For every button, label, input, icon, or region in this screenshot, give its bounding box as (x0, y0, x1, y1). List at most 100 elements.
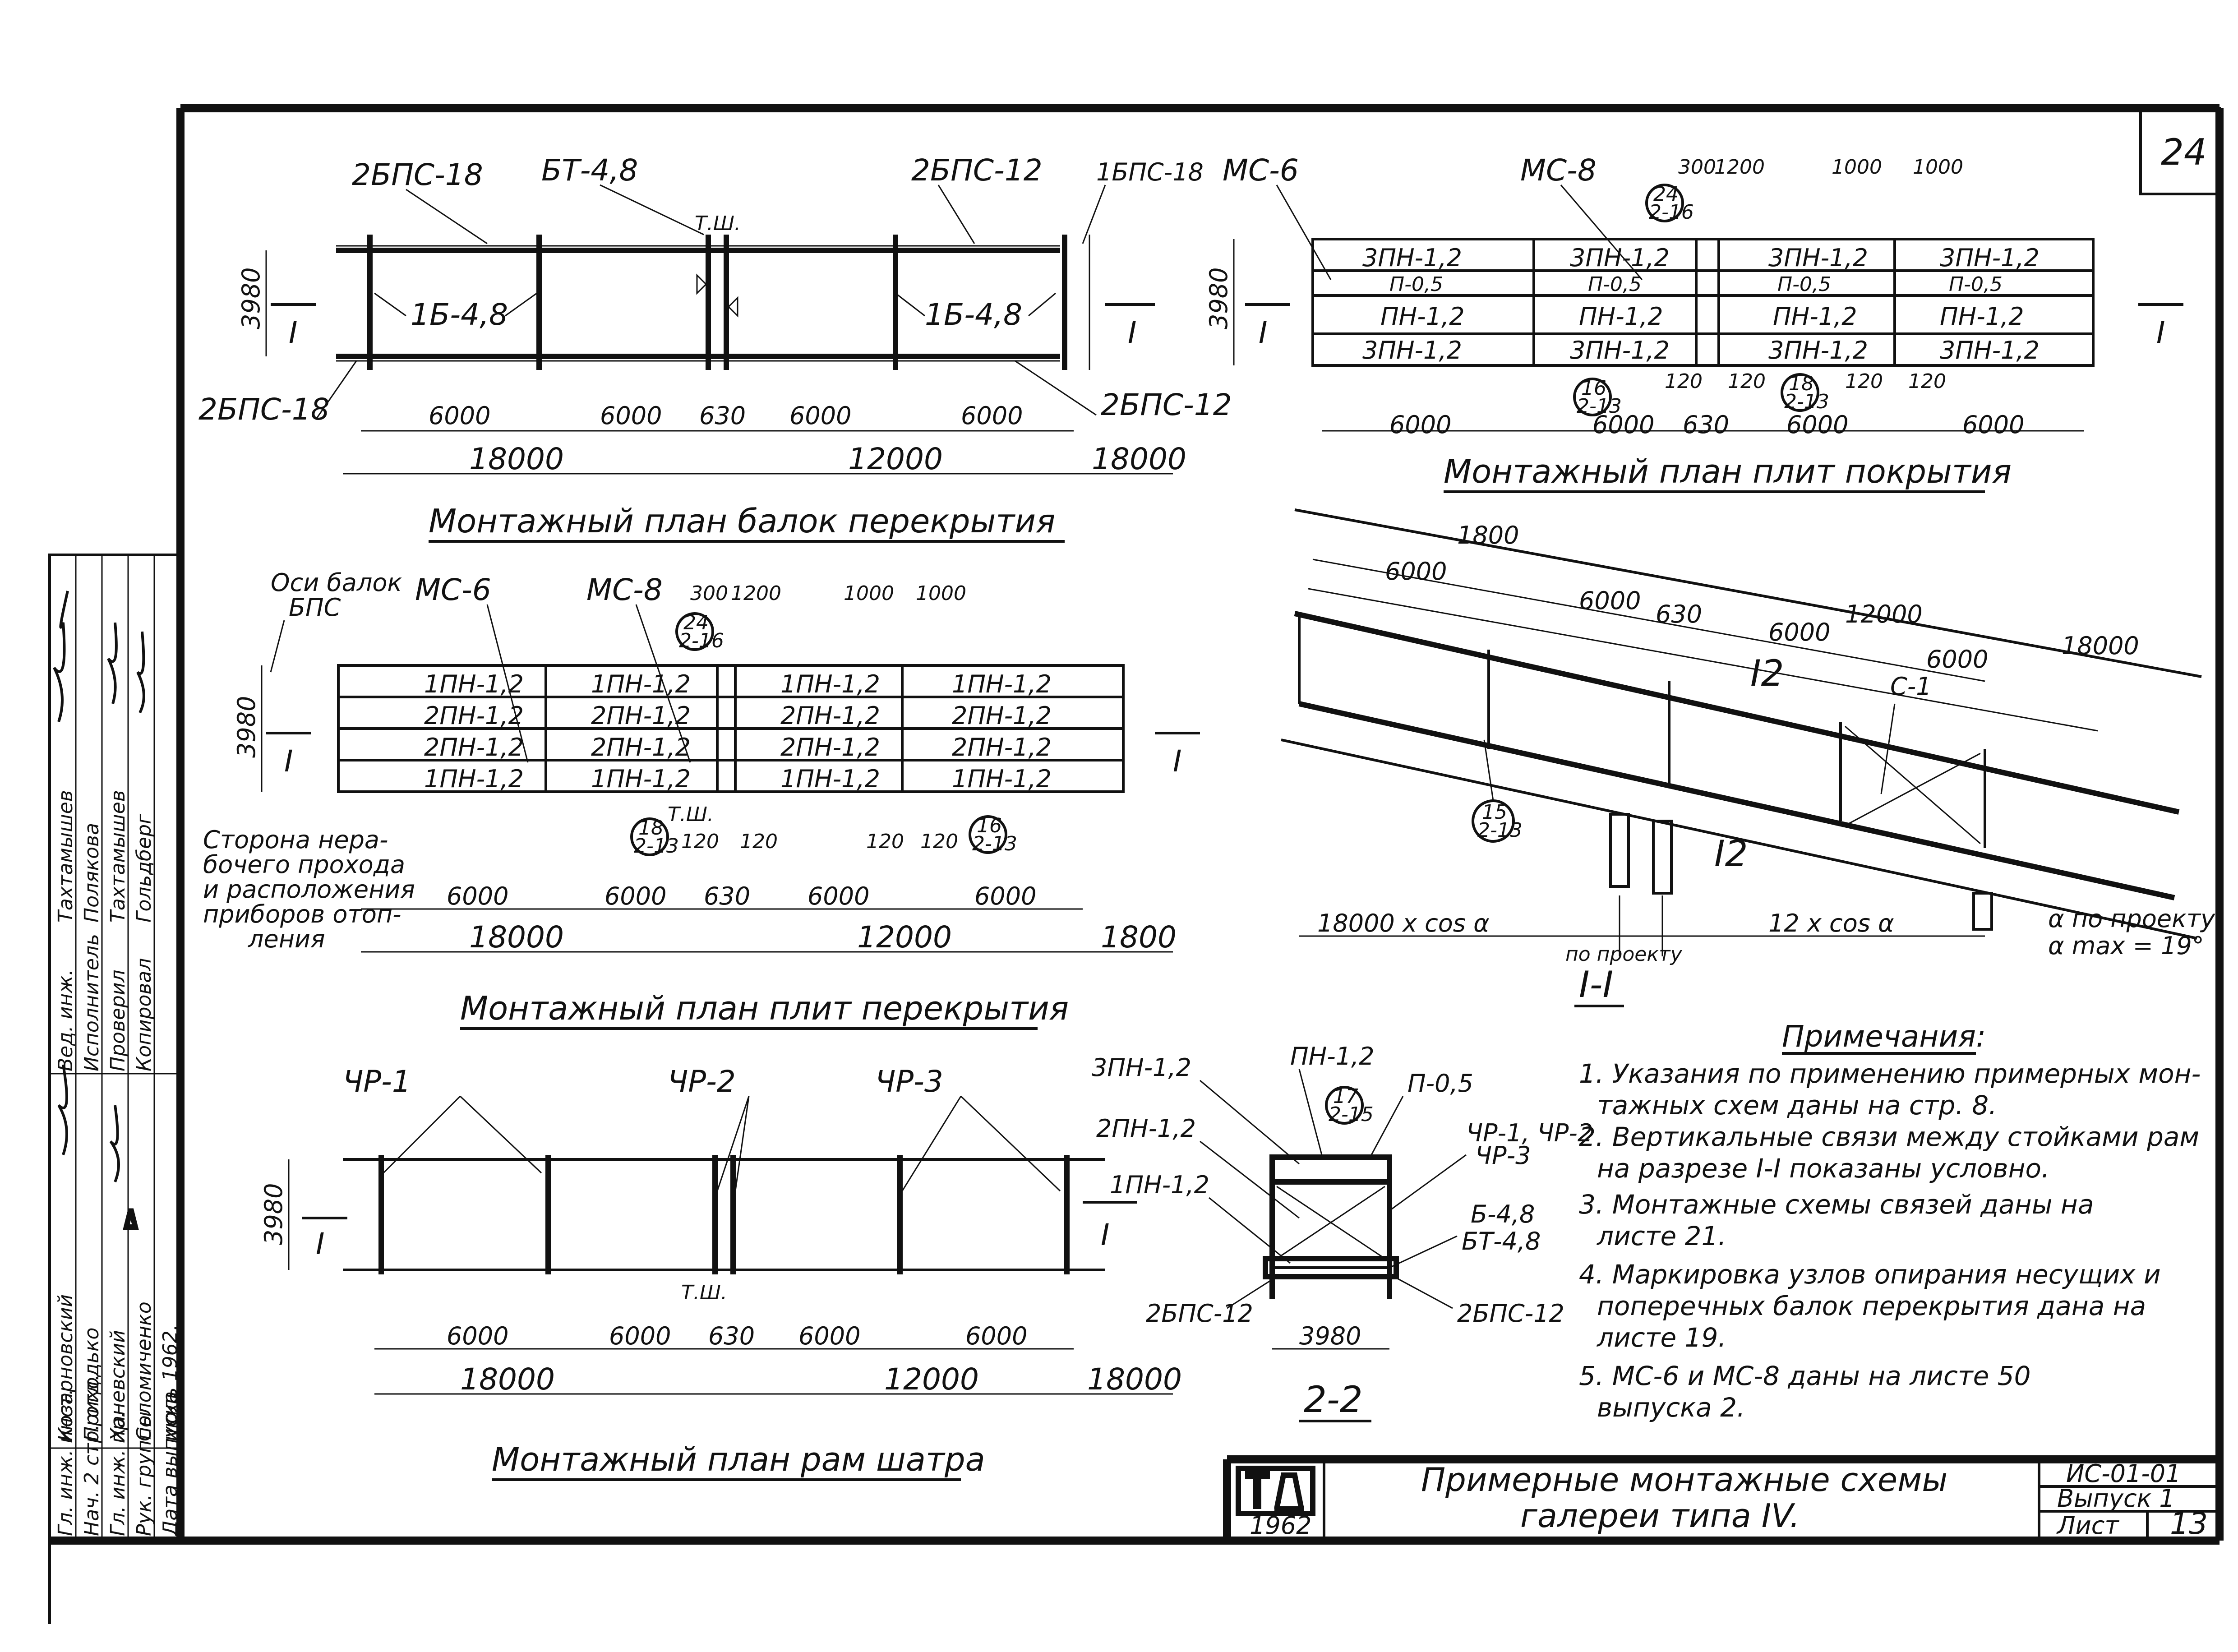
plan-floor: 1ПН-1,2 1ПН-1,2 1ПН-1,2 1ПН-1,2 2ПН-1,2 … (203, 568, 1200, 1030)
stamp-role2-2: Исполнитель (80, 934, 103, 1071)
floor-dim-top-1: 300 (690, 582, 728, 605)
td-logo (1236, 1466, 1315, 1516)
roof-r3-c4: ПН-1,2 (1940, 302, 2024, 331)
floor-dim-total-3: 1800 (1101, 920, 1177, 955)
s11-dim-1800: 1800 (1457, 521, 1519, 549)
frames-width-dim: 3980 (259, 1183, 288, 1245)
s22-label-1pn: 1ПН-1,2 (1110, 1171, 1209, 1199)
signature-2 (107, 622, 118, 704)
roof-dim-span-1: 6000 (1389, 411, 1451, 439)
floor-r1-c1: 1ПН-1,2 (424, 670, 524, 698)
note-line-4: на разрезе I-I показаны условно. (1597, 1153, 2049, 1184)
stamp-role-2: Нач. 2 стр. отд. (80, 1374, 103, 1536)
page-number: 24 (2161, 131, 2207, 173)
sheet-issue: Выпуск 1 (2057, 1484, 2175, 1513)
s11-bottom-dim-1: 18000 x cos α (1317, 909, 1490, 937)
floor-small-dim-3: 120 (866, 830, 904, 853)
floor-section-right: I (1173, 744, 1181, 779)
stamp-name2-2: Полякова (80, 823, 103, 923)
floor-r2-c2: 2ПН-1,2 (591, 701, 691, 730)
stamp-name2-1: Тахтамышев (54, 790, 77, 923)
roof-small-dim-4: 120 (1908, 370, 1946, 393)
roof-r3-c1: ПН-1,2 (1380, 302, 1465, 331)
roof-r3-c2: ПН-1,2 (1579, 302, 1663, 331)
floor-title: Монтажный план плит перекрытия (460, 989, 1069, 1027)
beams-dim-span-3: 630 (699, 401, 746, 430)
beams-section-right: I (1128, 315, 1136, 350)
sheet-code: ИС-01-01 (2066, 1459, 2181, 1488)
stamp-name-1: Козарновский (54, 1294, 77, 1441)
floor-circle-a-sub: 2-13 (634, 835, 679, 858)
roof-width-dim: 3980 (1204, 268, 1233, 329)
roof-dim-span-5: 6000 (1962, 411, 2024, 439)
frames-dim-total-1: 18000 (460, 1362, 555, 1397)
roof-r3-c3: ПН-1,2 (1773, 302, 1857, 331)
beams-label-2bps18-top: 2БПС-18 (352, 157, 483, 192)
s22-section-mark: I (1101, 1218, 1109, 1252)
frames-label-chr3: ЧР-3 (875, 1064, 943, 1099)
floor-circle-b-sub: 2-13 (972, 832, 1017, 855)
frames-dim-span-2: 6000 (609, 1322, 671, 1350)
sheet-title-2: галереи типа IV. (1520, 1497, 1800, 1535)
stamp-name2-3: Тахтамышев (106, 790, 129, 923)
beams-width-dim: 3980 (237, 268, 265, 329)
floor-note-4: приборов отоп- (203, 900, 401, 928)
notes-heading: Примечания: (1782, 1019, 1986, 1054)
signature-3 (136, 631, 145, 714)
floor-r3-c2: 2ПН-1,2 (591, 733, 691, 761)
section-1-1: 1800 6000 6000 630 12000 6000 6000 18000… (1281, 508, 2215, 1007)
floor-dim-top-3: 1000 (844, 582, 894, 605)
roof-r1-c2: 3ПН-1,2 (1570, 244, 1670, 272)
stamp-name-3: Ханевский (106, 1330, 129, 1442)
signature-1 (53, 591, 69, 722)
stamp-name-2: Приходько (80, 1328, 103, 1441)
floor-r3-c1: 2ПН-1,2 (424, 733, 524, 761)
floor-section-left: I (284, 744, 293, 779)
stamp-role2-1: Вед. инж. (54, 969, 77, 1071)
frames-dim-span-1: 6000 (447, 1322, 508, 1350)
note-line-6: листе 21. (1597, 1221, 1726, 1251)
beams-section-left: I (289, 315, 297, 350)
floor-label-ms6: МС-6 (415, 572, 491, 607)
floor-dim-total-1: 18000 (469, 920, 564, 955)
note-line-8: поперечных балок перекрытия дана на (1597, 1291, 2146, 1321)
floor-dim-span-4: 6000 (808, 882, 869, 910)
roof-section-right: I (2156, 315, 2165, 350)
note-line-7: 4. Маркировка узлов опирания несущих и (1579, 1259, 2161, 1290)
beams-dim-span-2: 6000 (600, 401, 662, 430)
floor-r2-c4: 2ПН-1,2 (952, 701, 1052, 730)
roof-r1-c3: 3ПН-1,2 (1768, 244, 1868, 272)
s22-label-2pn: 2ПН-1,2 (1096, 1114, 1196, 1143)
sheet-list-number: 13 (2170, 1506, 2208, 1541)
s11-label-i2-bottom: I2 (1714, 833, 1748, 875)
s22-title: 2-2 (1304, 1379, 1363, 1421)
roof-dim-top-4: 1000 (1913, 156, 1963, 179)
roof-r1-c1: 3ПН-1,2 (1362, 244, 1462, 272)
roof-small-dim-3: 120 (1845, 370, 1883, 393)
frames-title: Монтажный план рам шатра (492, 1440, 985, 1478)
floor-r1-c4: 1ПН-1,2 (952, 670, 1052, 698)
signature-5 (109, 1105, 120, 1183)
floor-circle-b: 16 (977, 814, 1002, 837)
roof-circle-top-sub: 2-16 (1649, 201, 1694, 224)
beams-dim-total-1: 18000 (469, 442, 564, 476)
floor-r4-c1: 1ПН-1,2 (424, 765, 524, 793)
s11-label-c1: С-1 (1890, 672, 1932, 701)
floor-label-axes: Оси балок (271, 568, 402, 597)
roof-r4-c4: 3ПН-1,2 (1940, 336, 2040, 365)
beams-label-bt48: БТ-4,8 (541, 153, 638, 188)
roof-r4-c1: 3ПН-1,2 (1362, 336, 1462, 365)
s11-dim-12000: 12000 (1845, 600, 1923, 628)
floor-r3-c4: 2ПН-1,2 (952, 733, 1052, 761)
frames-tsh: Т.Ш. (681, 1281, 727, 1304)
floor-note-2: бочего прохода (203, 850, 405, 879)
note-line-10: 5. МС-6 и МС-8 даны на листе 50 (1579, 1361, 2031, 1391)
roof-small-dim-1: 120 (1665, 370, 1703, 393)
stamp-role-5: Дата выпуска (159, 1391, 182, 1537)
floor-r4-c4: 1ПН-1,2 (952, 765, 1052, 793)
s11-title: I-I (1579, 964, 1613, 1006)
floor-r3-c3: 2ПН-1,2 (780, 733, 880, 761)
s11-alpha-2: α max = 19° (2048, 932, 2204, 960)
notes: Примечания: 1. Указания по применению пр… (1579, 1019, 2201, 1423)
s11-by-project: по проекту (1565, 943, 1683, 966)
